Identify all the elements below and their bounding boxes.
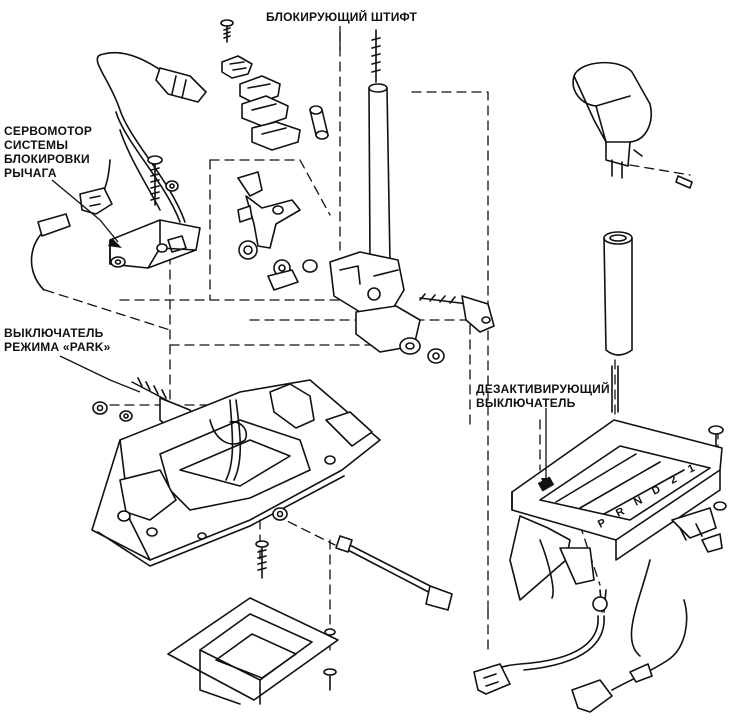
- servo-motor-label: СЕРВОМОТОР СИСТЕМЫ БЛОКИРОВКИ РЫЧАГА: [4, 124, 92, 180]
- deactivating-switch-label-line: ВЫКЛЮЧАТЕЛЬ: [476, 396, 576, 410]
- locking-pin-label: БЛОКИРУЮЩИЙ ШТИФТ: [266, 10, 418, 24]
- locking-pin: [309, 105, 329, 140]
- park-switch-label: ВЫКЛЮЧАТЕЛЬ РЕЖИМА «PARK»: [4, 326, 111, 354]
- deactivating-switch-label-line: ДЕЗАКТИВИРУЮЩИЙ: [476, 382, 610, 396]
- clip-4: [251, 121, 301, 151]
- long-bolt: [335, 535, 453, 611]
- locking-pin-parts: [220, 19, 329, 151]
- connector-left: [79, 187, 113, 215]
- servo-screw: [147, 155, 179, 206]
- connector-bottom-left: [473, 663, 511, 695]
- indicator-housing: [509, 419, 727, 601]
- linkage-bracket: [237, 171, 318, 291]
- park-switch-label-line: ВЫКЛЮЧАТЕЛЬ: [4, 326, 104, 340]
- screw-top: [220, 19, 234, 43]
- base-screw: [255, 540, 269, 579]
- shift-knob: [572, 61, 693, 189]
- servo-motor-label-line: РЫЧАГА: [4, 166, 57, 180]
- park-switch-label-line: РЕЖИМА «PARK»: [4, 340, 111, 354]
- clip-1: [221, 55, 253, 79]
- leader-arrowheads: [108, 238, 551, 490]
- servo-motor-label-line: СИСТЕМЫ: [4, 138, 69, 152]
- gear-letter: 1: [686, 462, 697, 475]
- servo-wiring: [30, 52, 207, 291]
- shift-lever-shaft: [329, 29, 405, 313]
- pivot-bolt: [419, 293, 495, 333]
- pivot-bushing: [355, 305, 445, 364]
- deactivating-switch-label: ДЕЗАКТИВИРУЮЩИЙ ВЫКЛЮЧАТЕЛЬ: [476, 382, 610, 410]
- gear-letter: 2: [668, 473, 679, 486]
- deactivating-switch-wiring: [473, 559, 688, 713]
- servo-motor-label-line: СЕРВОМОТОР: [4, 124, 93, 138]
- shifter-base: [91, 379, 381, 567]
- indicator-screw: [708, 425, 724, 447]
- connector-top: [155, 67, 207, 103]
- servo-motor: [109, 219, 201, 269]
- lever-tube: [603, 231, 633, 413]
- gear-letter: P: [596, 517, 608, 531]
- label-leaders: [51, 26, 547, 484]
- base-washer: [272, 507, 288, 521]
- servo-motor-label-line: БЛОКИРОВКИ: [4, 152, 90, 166]
- bottom-tray: [167, 597, 339, 705]
